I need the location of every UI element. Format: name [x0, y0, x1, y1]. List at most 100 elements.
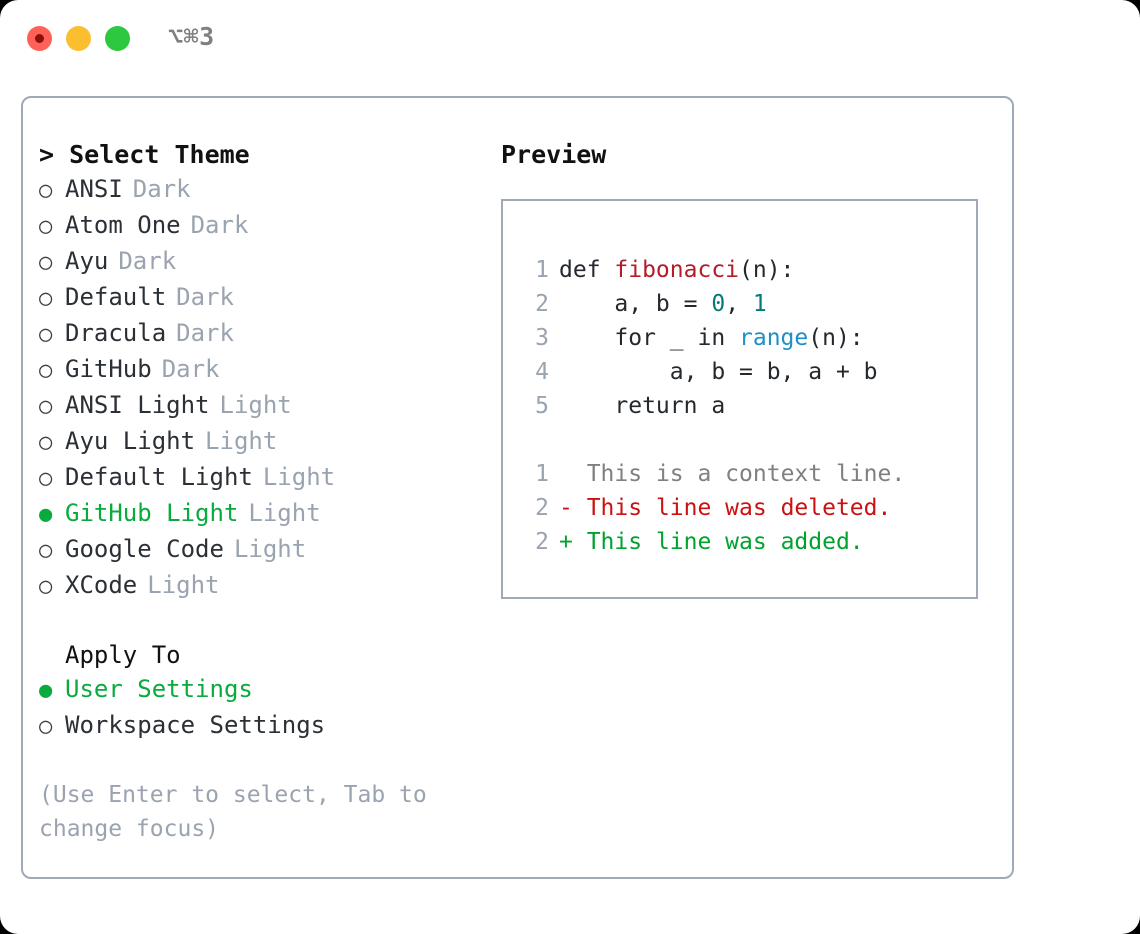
code-token: 0 — [711, 291, 726, 317]
theme-item-name: Default — [65, 283, 167, 311]
theme-item-name: GitHub Light — [65, 499, 239, 527]
theme-item-category: Dark — [190, 211, 249, 239]
line-number: 2 — [535, 529, 549, 555]
line-number: 1 — [535, 461, 549, 487]
apply-to-header: Apply To — [65, 641, 181, 669]
preview-title: Preview — [501, 140, 607, 169]
theme-item-name: Ayu — [65, 247, 109, 275]
code-token: return a — [559, 393, 726, 419]
radio-unselected-icon: ○ — [39, 430, 53, 455]
minimize-button[interactable] — [66, 26, 91, 51]
diff-line: 1 This is a context line. — [521, 457, 976, 491]
code-token: fibonacci — [614, 257, 740, 283]
line-number: 4 — [535, 359, 549, 385]
diff-marker — [559, 457, 587, 491]
code-token: , — [725, 291, 753, 317]
zoom-button[interactable] — [105, 26, 130, 51]
keyboard-hint-text: (Use Enter to select, Tab to change focu… — [39, 782, 441, 842]
radio-unselected-icon: ○ — [39, 214, 53, 239]
line-number: 2 — [535, 291, 549, 317]
code-token: (n): — [808, 325, 864, 351]
theme-item-github[interactable]: ○ GitHub Dark — [39, 352, 479, 388]
radio-unselected-icon: ○ — [39, 286, 53, 311]
apply-to-list[interactable]: ● User Settings ○Workspace Settings — [39, 672, 479, 744]
theme-item-category: Dark — [176, 283, 234, 311]
code-token: for _ in — [559, 325, 740, 351]
apply-to-item-user-settings[interactable]: ● User Settings — [39, 672, 479, 708]
theme-item-name: Google Code — [65, 535, 224, 563]
code-token: a, b = — [559, 291, 712, 317]
apply-to-item-label: User Settings — [65, 675, 253, 703]
theme-item-ayu[interactable]: ○ Ayu Dark — [39, 244, 479, 280]
diff-text: This line was deleted. — [586, 495, 892, 521]
code-token: range — [739, 325, 809, 351]
radio-selected-icon: ● — [39, 678, 53, 703]
radio-unselected-icon: ○ — [39, 178, 53, 203]
diff-sample: 1 This is a context line.2- This line wa… — [521, 457, 976, 559]
radio-unselected-icon: ○ — [39, 358, 53, 383]
theme-item-atom-one[interactable]: ○ Atom One Dark — [39, 208, 479, 244]
diff-text: This line was added. — [586, 529, 864, 555]
code-token: def — [559, 257, 615, 283]
radio-unselected-icon: ○ — [39, 250, 53, 275]
title-bar: ⌥⌘3 — [0, 0, 1140, 78]
theme-item-category: Light — [219, 391, 292, 419]
line-number: 3 — [535, 325, 549, 351]
diff-text: This is a context line. — [586, 461, 906, 487]
theme-item-category: Dark — [176, 319, 234, 347]
apply-to-item-label: Workspace Settings — [65, 711, 326, 739]
code-line: 3 for _ in range(n): — [521, 321, 976, 355]
theme-item-name: GitHub — [65, 355, 152, 383]
code-line: 1 def fibonacci(n): — [521, 253, 976, 287]
line-number: 1 — [535, 257, 549, 283]
code-token: 1 — [752, 291, 767, 317]
select-theme-header: > Select Theme — [39, 140, 250, 169]
theme-item-name: ANSI — [65, 175, 123, 203]
diff-line: 2- This line was deleted. — [521, 491, 976, 525]
theme-item-category: Dark — [118, 247, 177, 275]
code-line: 5 return a — [521, 389, 976, 423]
keyboard-shortcut-label: ⌥⌘3 — [168, 22, 215, 51]
theme-item-name: Dracula — [65, 319, 167, 347]
line-number: 5 — [535, 393, 549, 419]
section-spacer — [39, 604, 479, 638]
theme-item-category: Dark — [161, 355, 220, 383]
theme-item-dracula[interactable]: ○ Dracula Dark — [39, 316, 479, 352]
code-line: 4 a, b = b, a + b — [521, 355, 976, 389]
line-number: 2 — [535, 495, 549, 521]
radio-unselected-icon: ○ — [39, 322, 53, 347]
code-line: 2 a, b = 0, 1 — [521, 287, 976, 321]
theme-item-name: Ayu Light — [65, 427, 196, 455]
code-blank-line — [521, 423, 976, 457]
theme-item-default[interactable]: ○ Default Dark — [39, 280, 479, 316]
theme-item-github-light[interactable]: ● GitHub Light Light — [39, 496, 479, 532]
code-token: (n): — [739, 257, 795, 283]
theme-item-category: Light — [147, 571, 220, 599]
theme-item-ayu-light[interactable]: ○ Ayu Light Light — [39, 424, 479, 460]
theme-item-category: Light — [233, 535, 307, 563]
theme-item-category: Light — [262, 463, 336, 491]
diff-line: 2+ This line was added. — [521, 525, 976, 559]
theme-item-name: Atom One — [65, 211, 181, 239]
window-controls — [27, 26, 130, 51]
apply-to-item-workspace-settings[interactable]: ○Workspace Settings — [39, 708, 479, 744]
theme-item-google-code[interactable]: ○ Google Code Light — [39, 532, 479, 568]
theme-item-category: Light — [248, 499, 321, 527]
radio-selected-icon: ● — [39, 502, 53, 527]
theme-item-category: Light — [205, 427, 278, 455]
radio-unselected-icon: ○ — [39, 538, 53, 563]
radio-unselected-icon: ○ — [39, 394, 53, 419]
close-button[interactable] — [27, 26, 52, 51]
code-token: a, b = b, a + b — [559, 359, 878, 385]
